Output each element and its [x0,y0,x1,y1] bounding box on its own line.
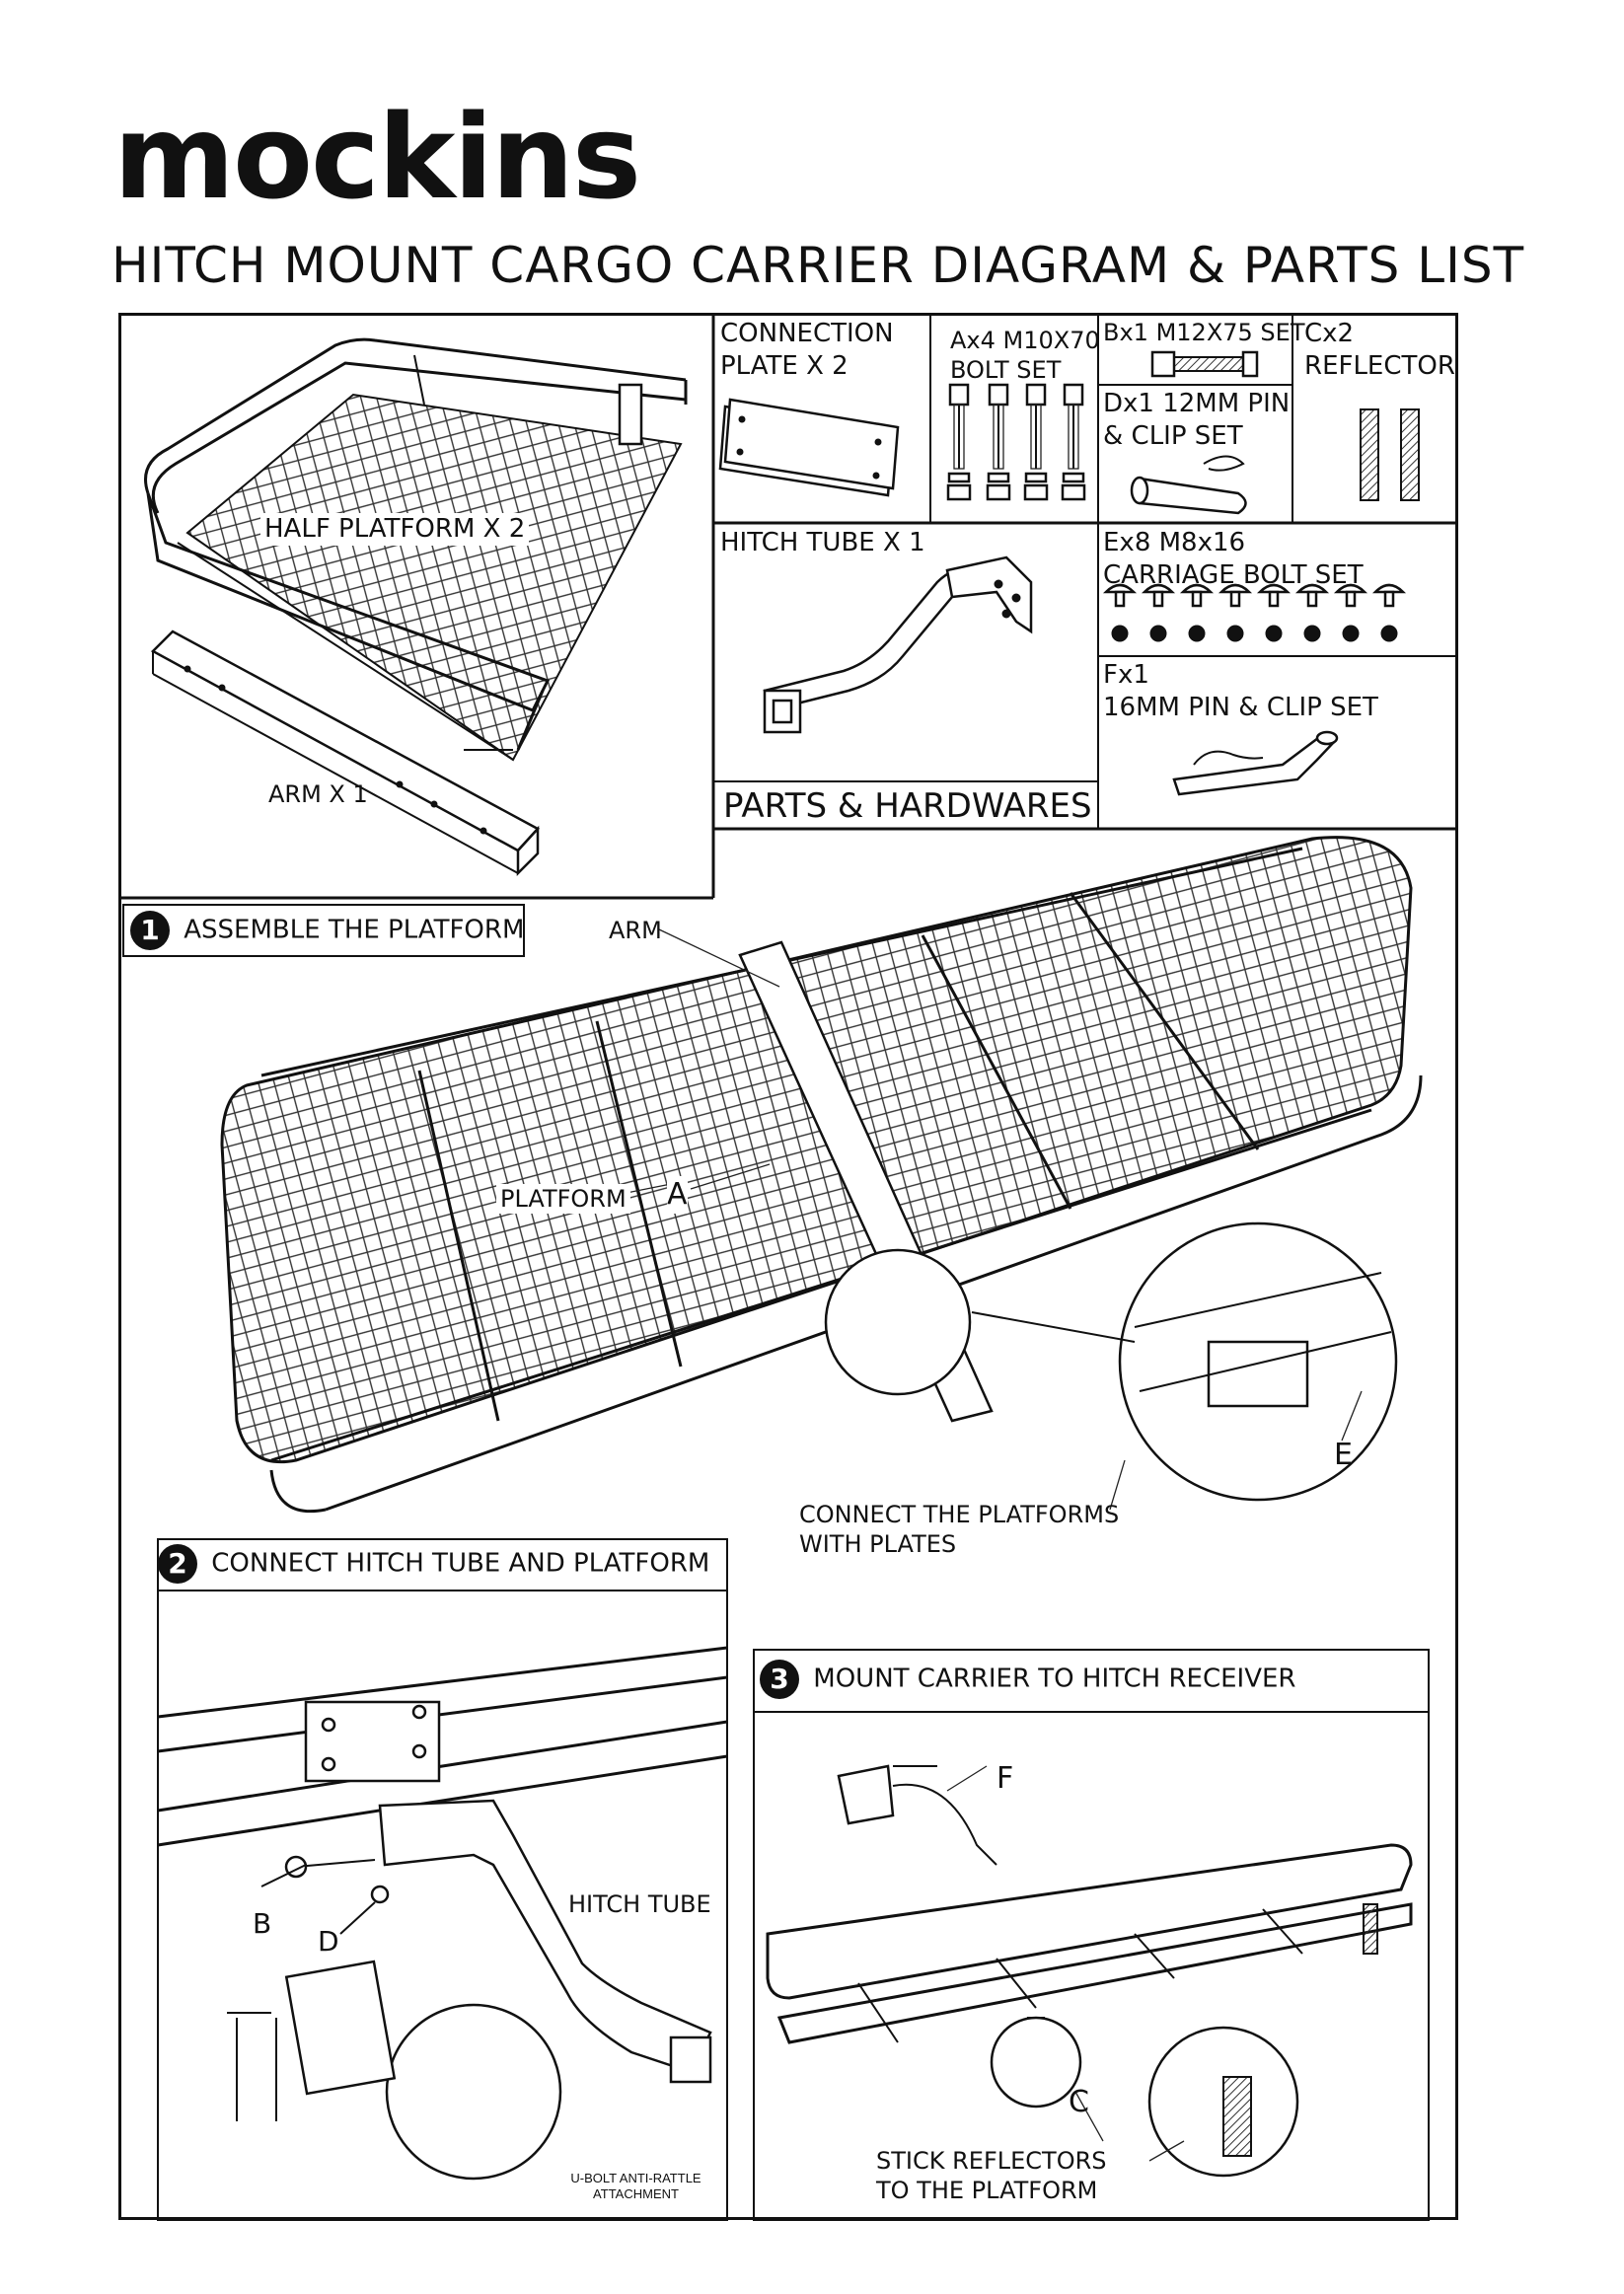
brand-name: mockins [113,89,641,225]
e-carriage-bolts-drawing [1102,583,1407,642]
half-platform-drawing [144,337,688,762]
f-pin-clip-line1: Fx1 [1103,660,1149,690]
step1-badge: 1 [130,911,170,950]
page-title: HITCH MOUNT CARGO CARRIER DIAGRAM & PART… [111,237,1525,294]
step3-f-label: F [997,1761,1014,1796]
step1-caption-line2: WITH PLATES [799,1530,957,1558]
step2-ubolt-line2: ATTACHMENT [593,2185,679,2201]
step2-ubolt-label: U-BOLT ANTI-RATTLE ATTACHMENT [564,2171,707,2201]
step1-header: 1 ASSEMBLE THE PLATFORM [122,904,525,957]
c-reflector-line1: Cx2 [1304,319,1355,348]
a-bolt-set-line2: BOLT SET [950,356,1062,384]
b-set-label: Bx1 M12X75 SET [1103,319,1305,346]
c-reflector-label: Cx2 REFLECTOR [1304,318,1455,382]
arm-label: ARM X 1 [268,780,368,808]
a-bolts-drawing [946,383,1086,501]
arm-drawing [150,629,540,877]
c-reflector-line2: REFLECTOR [1304,350,1455,381]
diagram-frame [118,313,1458,2220]
step2-hitch-tube-label: HITCH TUBE [568,1890,711,1918]
d-pin-clip-label: Dx1 12MM PIN & CLIP SET [1103,388,1290,452]
step1-arm-label: ARM [609,917,662,944]
connection-plate-label: CONNECTION PLATE X 2 [720,318,894,382]
step3-drawing [753,1649,1430,2221]
step1-e-label: E [1334,1438,1353,1472]
d-pin-clip-line2: & CLIP SET [1103,420,1243,451]
f-pin-drawing [1172,730,1339,796]
connection-plates-drawing [718,398,900,497]
step1-caption-line1: CONNECT THE PLATFORMS [799,1501,1120,1528]
hitch-tube-drawing [763,555,1033,734]
parts-hardwares-heading: PARTS & HARDWARES [723,786,1092,826]
parts-grid [118,313,1458,900]
step2-b-label: B [253,1907,272,1940]
step3-badge: 3 [760,1660,799,1699]
step1-caption: CONNECT THE PLATFORMS WITH PLATES [799,1500,1119,1559]
step2-drawing [157,1538,728,2221]
half-platform-label: HALF PLATFORM X 2 [260,513,530,546]
step3-caption-line1: STICK REFLECTORS [876,2147,1107,2175]
step3-caption: STICK REFLECTORS TO THE PLATFORM [876,2146,1107,2205]
step3-header: 3 MOUNT CARRIER TO HITCH RECEIVER [760,1660,1295,1699]
step3-c-label: C [1069,2085,1089,2119]
b-bolt-drawing [1150,350,1259,378]
c-reflectors-drawing [1360,408,1420,501]
step2-title: CONNECT HITCH TUBE AND PLATFORM [211,1548,710,1579]
step2-header: 2 CONNECT HITCH TUBE AND PLATFORM [158,1544,727,1584]
a-bolt-set-line1: Ax4 M10X70 [950,327,1100,354]
step2-ubolt-line1: U-BOLT ANTI-RATTLE [570,2171,701,2185]
step1-platform-label: PLATFORM [496,1184,630,1214]
d-pin-clip-line1: Dx1 12MM PIN [1103,389,1291,418]
f-pin-clip-label: Fx1 16MM PIN & CLIP SET [1103,659,1378,723]
e-carriage-bolt-line1: Ex8 M8x16 [1103,528,1246,557]
step3-caption-line2: TO THE PLATFORM [876,2177,1098,2204]
a-bolt-set-label: Ax4 M10X70 BOLT SET [950,326,1100,385]
d-pin-drawing [1130,455,1247,515]
f-pin-clip-line2: 16MM PIN & CLIP SET [1103,692,1378,722]
brand-logo: mockins [113,99,641,215]
step1-a-label: A [667,1176,688,1214]
step3-title: MOUNT CARRIER TO HITCH RECEIVER [813,1664,1296,1694]
step1-title: ASSEMBLE THE PLATFORM [184,915,525,945]
step1-platform-drawing [220,836,1423,1514]
step2-d-label: D [318,1925,339,1958]
e-carriage-bolt-line2: CARRIAGE BOLT SET [1103,559,1364,590]
e-carriage-bolt-label: Ex8 M8x16 CARRIAGE BOLT SET [1103,527,1364,591]
hitch-tube-part-label: HITCH TUBE X 1 [720,528,925,557]
step2-badge: 2 [158,1544,197,1584]
connection-plate-line2: PLATE X 2 [720,350,849,381]
connection-plate-line1: CONNECTION [720,319,894,348]
